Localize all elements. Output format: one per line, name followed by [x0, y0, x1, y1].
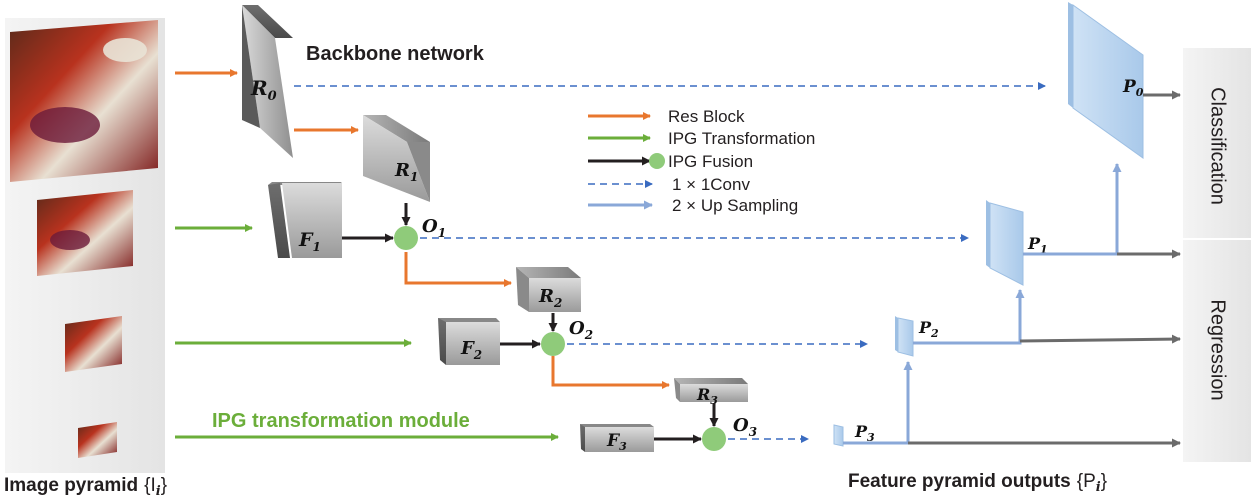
p1-label: P1 — [1027, 234, 1048, 256]
svg-text:R2: R2 — [538, 286, 562, 310]
out-arrow-p2 — [1019, 334, 1181, 344]
classification-label: Classification — [1207, 87, 1229, 205]
res-arrow-o1-r2 — [404, 252, 512, 287]
image-pyramid-caption: Image pyramid{Ii} — [4, 475, 167, 499]
fusion-node-o2 — [541, 332, 565, 356]
output-p2 — [895, 316, 914, 357]
svg-text:F2: F2 — [460, 338, 482, 362]
block-r2: R2 — [516, 267, 581, 312]
block-f1: F1 — [268, 182, 342, 258]
classification-panel — [1183, 48, 1251, 238]
pyramid-image-1 — [37, 190, 133, 276]
legend-upsampling-label: 2 × Up Sampling — [672, 196, 798, 215]
regression-label: Regression — [1207, 299, 1229, 400]
p0-label: P0 — [1122, 77, 1144, 99]
legend-ipg-fusion-label: IPG Fusion — [668, 152, 753, 171]
p3-label: P3 — [854, 422, 875, 444]
svg-text:R3: R3 — [696, 385, 718, 407]
svg-text:F3: F3 — [606, 431, 627, 453]
legend: Res Block IPG Transformation IPG Fusion … — [588, 107, 815, 215]
legend-res-block-label: Res Block — [668, 107, 745, 126]
p2-label: P2 — [918, 318, 939, 340]
fusion-node-o1 — [394, 226, 418, 250]
legend-ipg-transformation-label: IPG Transformation — [668, 129, 815, 148]
svg-text:R1: R1 — [394, 160, 418, 184]
pyramid-image-0 — [10, 20, 158, 182]
o3-label: O3 — [733, 415, 757, 439]
output-p1 — [986, 200, 1024, 286]
block-r1: R1 — [363, 115, 430, 202]
upsample-p2-p1 — [913, 289, 1025, 345]
output-p3 — [833, 424, 844, 447]
svg-text:R0: R0 — [250, 76, 277, 104]
output-p0 — [1068, 2, 1144, 159]
o1-label: O1 — [422, 216, 446, 240]
pyramid-image-3 — [78, 422, 117, 458]
block-f2: F2 — [438, 318, 500, 365]
res-arrow-o2-r3 — [551, 356, 670, 389]
feature-outputs-caption: Feature pyramid outputs{Pi} — [848, 471, 1107, 495]
fusion-node-o3 — [702, 427, 726, 451]
block-r3: R3 — [674, 378, 748, 407]
block-r0: R0 — [242, 5, 293, 158]
regression-panel — [1183, 240, 1251, 462]
upsample-p3-p2 — [843, 361, 913, 445]
svg-text:F1: F1 — [298, 229, 321, 254]
pyramid-image-2 — [65, 316, 122, 372]
legend-conv-label: 1 × 1Conv — [672, 175, 750, 194]
o2-label: O2 — [569, 318, 593, 342]
block-f3: F3 — [580, 424, 654, 453]
ipg-module-title: IPG transformation module — [212, 410, 470, 432]
backbone-title: Backbone network — [306, 43, 485, 65]
legend-fusion-circle — [649, 153, 665, 169]
